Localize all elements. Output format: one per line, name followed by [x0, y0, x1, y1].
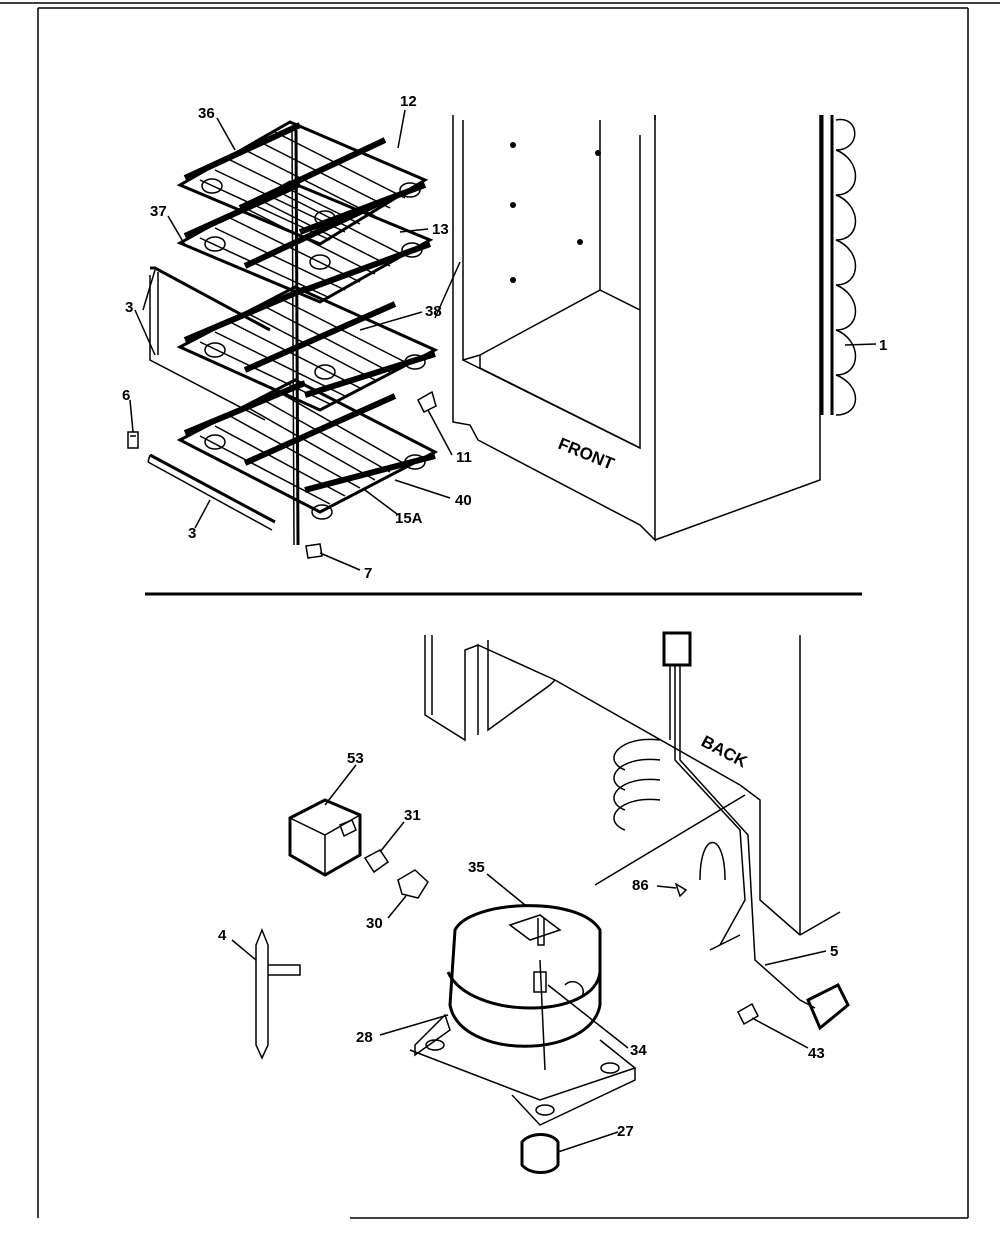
relay-53: [288, 798, 362, 877]
clip-part-6: [127, 431, 139, 449]
evaporator-shelf-4: [176, 378, 439, 520]
callout-7: 7: [364, 565, 372, 582]
callout-3-lower: 3: [188, 525, 196, 542]
callout-37: 37: [150, 203, 167, 220]
vertical-tube: [294, 129, 300, 546]
front-label: FRONT: [556, 434, 618, 474]
cabinet-front: [452, 115, 821, 542]
evaporator-shelf-2: [176, 180, 434, 304]
top-leader-lines: [129, 109, 877, 571]
cabinet-back: [424, 635, 841, 936]
shelf-rail-upper: [149, 266, 271, 421]
evaporator-shelf-assembly: [127, 120, 439, 559]
compressor-28: [409, 904, 637, 1126]
drier-4: [255, 927, 301, 1060]
condenser-coil: [820, 115, 857, 416]
callout-43: 43: [808, 1045, 825, 1062]
callout-40: 40: [455, 492, 472, 509]
callout-3-upper: 3: [125, 299, 133, 316]
part-30: [397, 869, 429, 899]
callout-38: 38: [425, 303, 442, 320]
shelf-rail-lower: [147, 453, 276, 531]
callout-86: 86: [632, 877, 649, 894]
callout-1: 1: [879, 337, 887, 354]
callout-30: 30: [366, 915, 383, 932]
callout-12: 12: [400, 93, 417, 110]
part-31: [363, 849, 390, 874]
callout-6: 6: [122, 387, 130, 404]
grommet-27: [520, 1133, 560, 1174]
evaporator-shelf-1: [176, 120, 429, 246]
callout-5: 5: [830, 943, 838, 960]
screw-86: [674, 882, 688, 898]
wiring-harness: [613, 631, 850, 1031]
callout-15a: 15A: [395, 510, 423, 527]
callout-34: 34: [630, 1042, 647, 1059]
callout-31: 31: [404, 807, 421, 824]
callout-13: 13: [432, 221, 449, 238]
callout-53: 53: [347, 750, 364, 767]
callout-35: 35: [468, 859, 485, 876]
clip-part-7: [305, 543, 323, 559]
callout-36: 36: [198, 105, 215, 122]
callout-4: 4: [218, 927, 227, 944]
callout-11: 11: [456, 449, 472, 466]
bottom-leader-lines: [231, 764, 827, 1153]
evaporator-shelf-3: [176, 285, 439, 412]
clip-43: [737, 1002, 759, 1026]
callout-27: 27: [617, 1123, 634, 1140]
callout-28: 28: [356, 1029, 373, 1046]
clip-part-11: [417, 390, 437, 414]
